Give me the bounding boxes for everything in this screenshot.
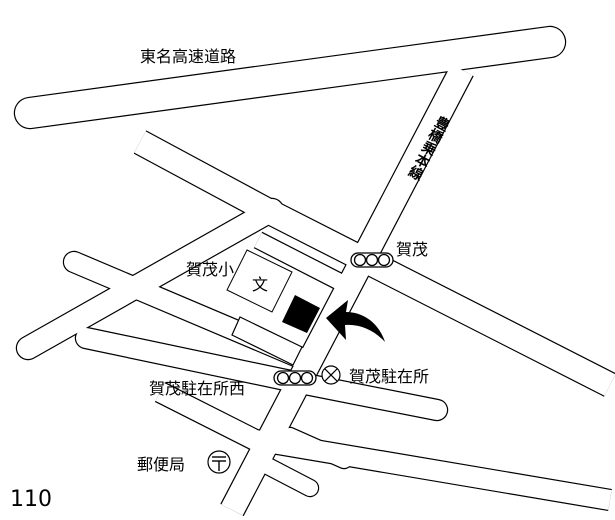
traffic-signal-icon (350, 252, 394, 268)
post-office-label: 郵便局 (137, 455, 185, 474)
destination-building (282, 295, 320, 333)
south-road (155, 383, 612, 510)
route-number-label: 110 (10, 487, 52, 512)
road-network (15, 27, 615, 516)
stub-road (282, 428, 352, 468)
north-road (254, 232, 344, 290)
police-box-label: 賀茂駐在所 (349, 367, 429, 386)
school-icon: 文 (252, 275, 268, 294)
expressway-label: 東名高速道路 (140, 47, 236, 66)
school-grounds (226, 249, 293, 313)
school-label: 賀茂小 (186, 260, 234, 279)
curved-arrow-icon (326, 300, 385, 342)
police-box-icon (321, 365, 341, 385)
west-road (17, 199, 283, 359)
police-west-signal-label: 賀茂駐在所西 (149, 379, 245, 398)
kamo-signal-label: 賀茂 (396, 240, 428, 259)
traffic-signal-icon (273, 370, 317, 386)
city-block (231, 316, 303, 366)
post-office-icon (207, 450, 231, 474)
stub-road (254, 455, 318, 496)
expressway (15, 27, 565, 128)
